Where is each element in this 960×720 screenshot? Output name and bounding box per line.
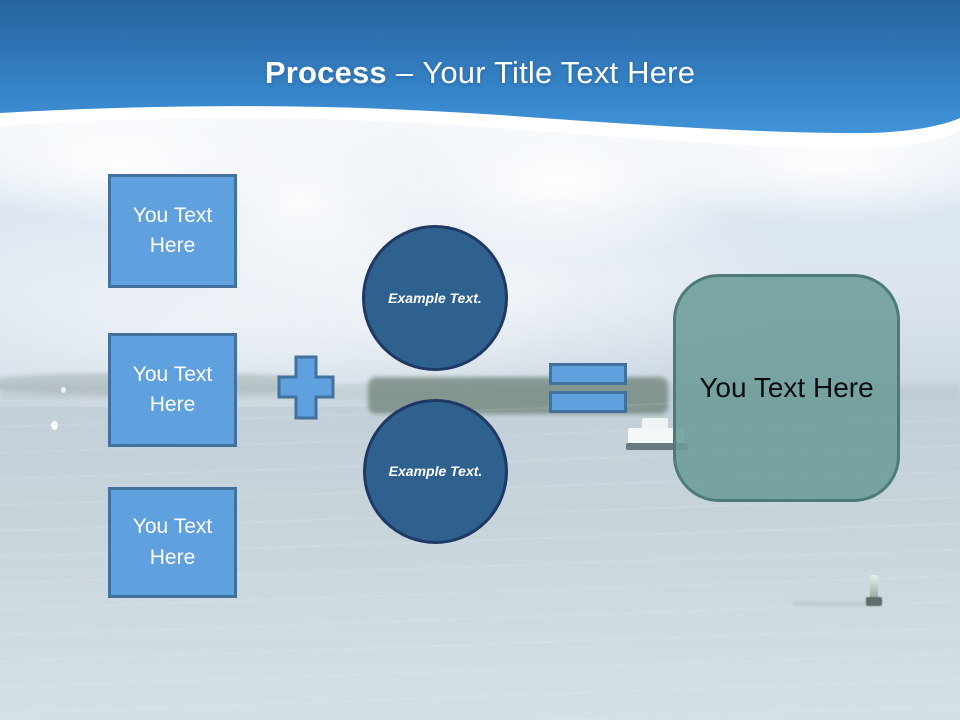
result-box-label: You Text Here	[699, 372, 874, 403]
equals-top-bar	[549, 363, 627, 385]
ship-bridge	[642, 418, 668, 429]
input-box-1: You Text Here	[108, 174, 237, 288]
title-dash: –	[395, 55, 414, 90]
slide-title: Process–Your Title Text Here	[0, 55, 960, 91]
plus-icon	[277, 355, 335, 420]
input-box-2: You Text Here	[108, 333, 237, 447]
input-box-2-label: You Text Here	[132, 362, 213, 416]
buoy-tower	[870, 575, 878, 599]
equals-icon	[549, 363, 627, 413]
input-box-1-label: You Text Here	[132, 203, 213, 257]
example-circle-2: Example Text.	[363, 399, 508, 544]
buoy	[793, 575, 885, 617]
input-box-3: You Text Here	[108, 487, 237, 598]
header-wave	[0, 0, 960, 149]
buoy-base	[866, 597, 882, 606]
buoy-wake	[793, 602, 873, 606]
example-circle-1: Example Text.	[362, 225, 508, 371]
title-keyword: Process	[264, 55, 387, 90]
sail-speck	[61, 387, 66, 393]
equals-bottom-bar	[549, 391, 627, 413]
example-circle-1-label: Example Text.	[388, 289, 482, 306]
ship-hull	[626, 443, 688, 450]
example-circle-2-label: Example Text.	[388, 463, 483, 480]
ship-deck	[628, 428, 684, 444]
sailboat-speck	[51, 421, 58, 430]
input-box-3-label: You Text Here	[132, 515, 213, 569]
result-box: You Text Here	[673, 274, 900, 502]
ferry-ship	[626, 412, 690, 450]
title-subtitle: Your Title Text Here	[422, 55, 696, 90]
